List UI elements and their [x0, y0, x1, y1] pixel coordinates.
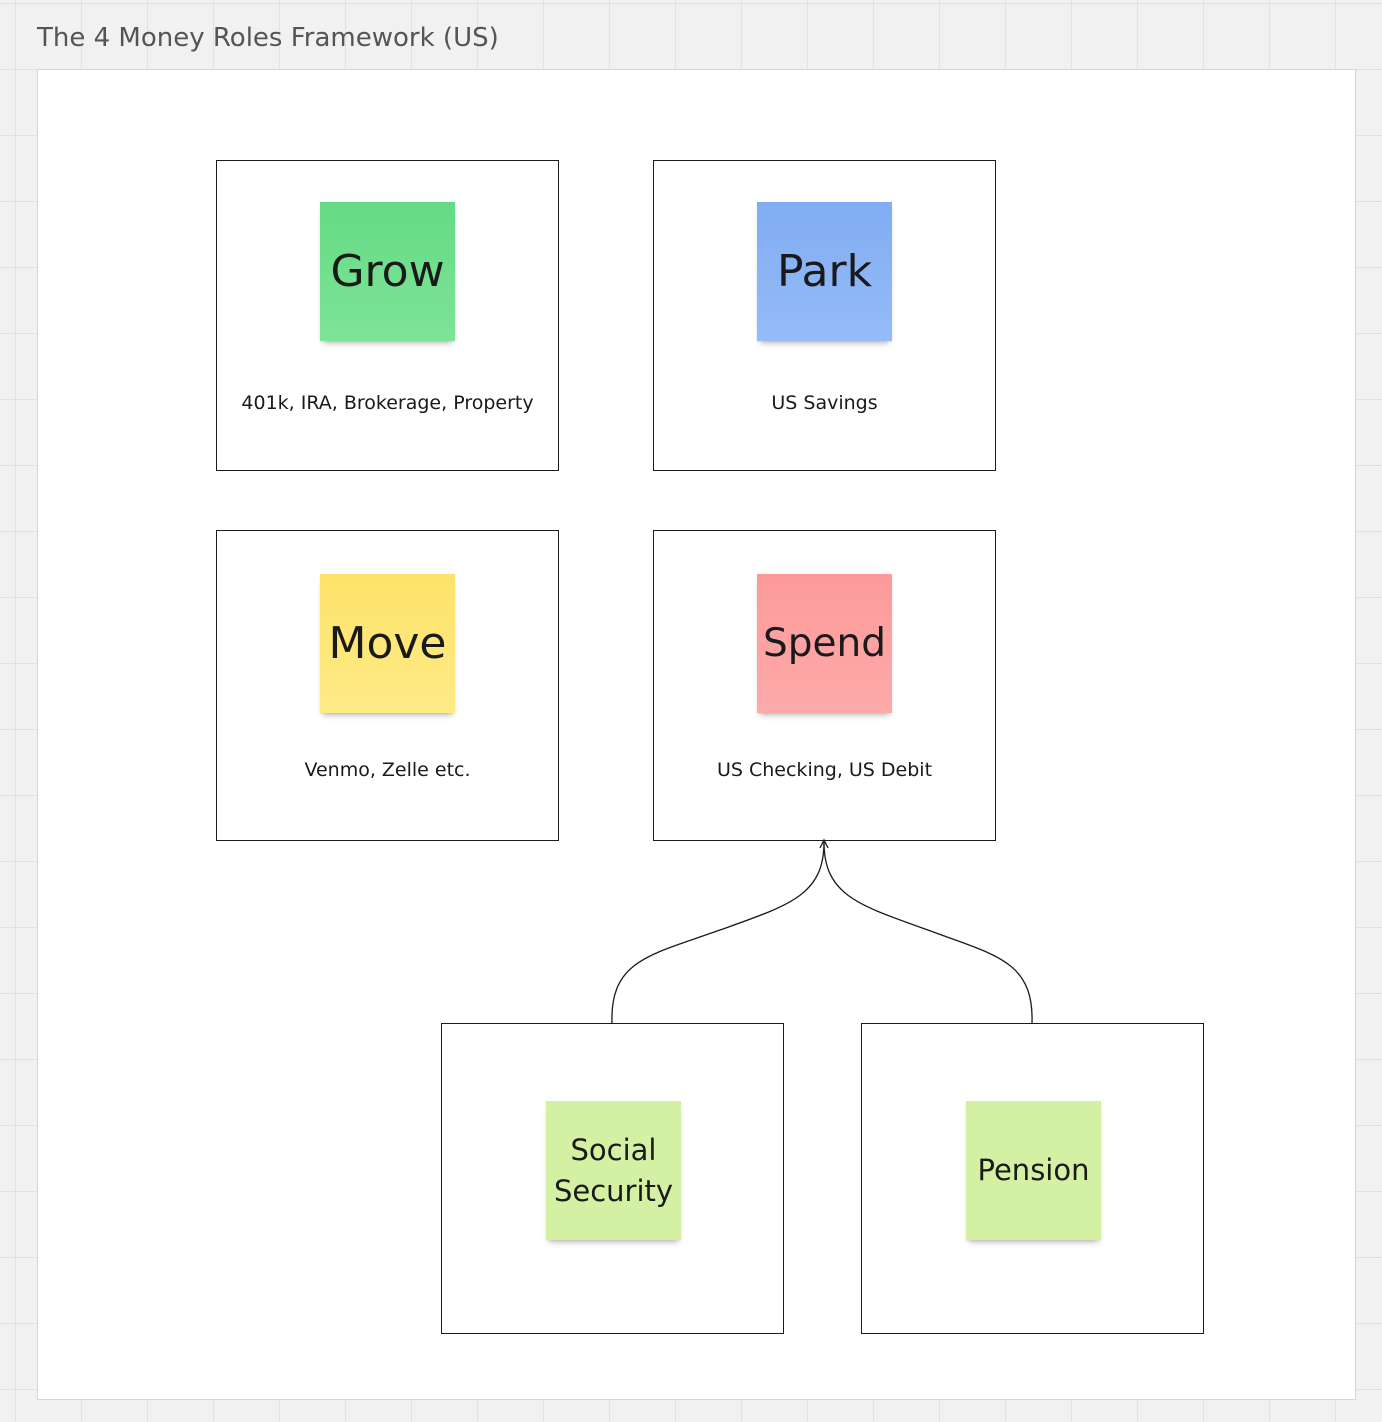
- park-card[interactable]: Park US Savings: [653, 160, 996, 471]
- move-sticky-note[interactable]: Move: [320, 574, 455, 713]
- social-security-card[interactable]: Social Security: [441, 1023, 784, 1334]
- grow-label: Grow: [330, 245, 445, 297]
- grow-caption: 401k, IRA, Brokerage, Property: [241, 392, 534, 414]
- frame-title: The 4 Money Roles Framework (US): [37, 23, 499, 53]
- spend-caption: US Checking, US Debit: [716, 759, 933, 781]
- park-sticky-note[interactable]: Park: [757, 202, 892, 341]
- social-security-label-line2: Security: [553, 1173, 674, 1208]
- pension-card[interactable]: Pension: [861, 1023, 1204, 1334]
- social-security-label-line1: Social: [570, 1132, 657, 1167]
- social-security-sticky-note[interactable]: Social Security: [546, 1101, 681, 1240]
- grow-sticky-note[interactable]: Grow: [320, 202, 455, 341]
- spend-label: Spend: [763, 620, 886, 666]
- park-label: Park: [776, 245, 873, 297]
- grow-card[interactable]: Grow 401k, IRA, Brokerage, Property: [216, 160, 559, 471]
- spend-card[interactable]: Spend US Checking, US Debit: [653, 530, 996, 841]
- move-caption: Venmo, Zelle etc.: [304, 759, 471, 781]
- park-caption: US Savings: [771, 392, 878, 414]
- move-card[interactable]: Move Venmo, Zelle etc.: [216, 530, 559, 841]
- pension-sticky-note[interactable]: Pension: [966, 1101, 1101, 1240]
- move-label: Move: [328, 617, 447, 669]
- pension-label: Pension: [977, 1153, 1090, 1187]
- spend-sticky-note[interactable]: Spend: [757, 574, 892, 713]
